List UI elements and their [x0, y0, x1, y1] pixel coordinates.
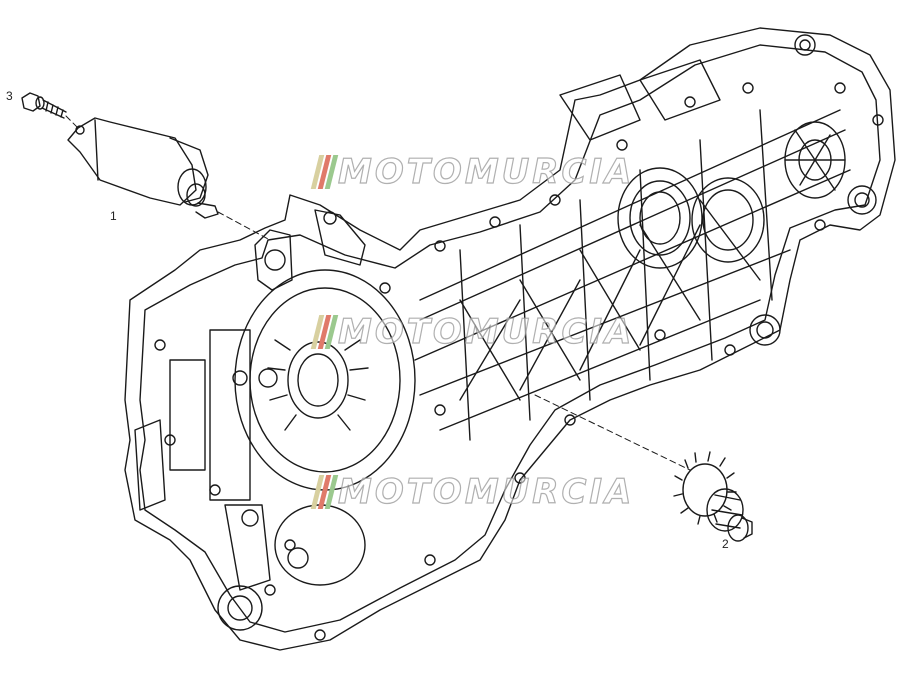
assembly-lines — [65, 115, 691, 471]
watermark-top: MOTOMURCIA — [310, 151, 635, 193]
starter-drive-gear — [673, 451, 753, 542]
watermark-text: MOTOMURCIA — [337, 311, 635, 352]
callout-1: 1 — [110, 209, 117, 223]
watermark-flag-icon — [310, 155, 339, 189]
watermark-flag-icon — [310, 315, 339, 349]
watermark-middle: MOTOMURCIA — [310, 311, 635, 353]
watermark-text: MOTOMURCIA — [337, 471, 635, 512]
callout-3: 3 — [6, 89, 13, 103]
crankcase — [124, 27, 896, 651]
bolt — [21, 92, 67, 119]
callout-2: 2 — [722, 537, 729, 551]
watermark-text: MOTOMURCIA — [337, 151, 635, 192]
watermark-flag-icon — [310, 475, 339, 509]
starter-motor — [67, 117, 219, 219]
watermark-bottom: MOTOMURCIA — [310, 471, 635, 513]
